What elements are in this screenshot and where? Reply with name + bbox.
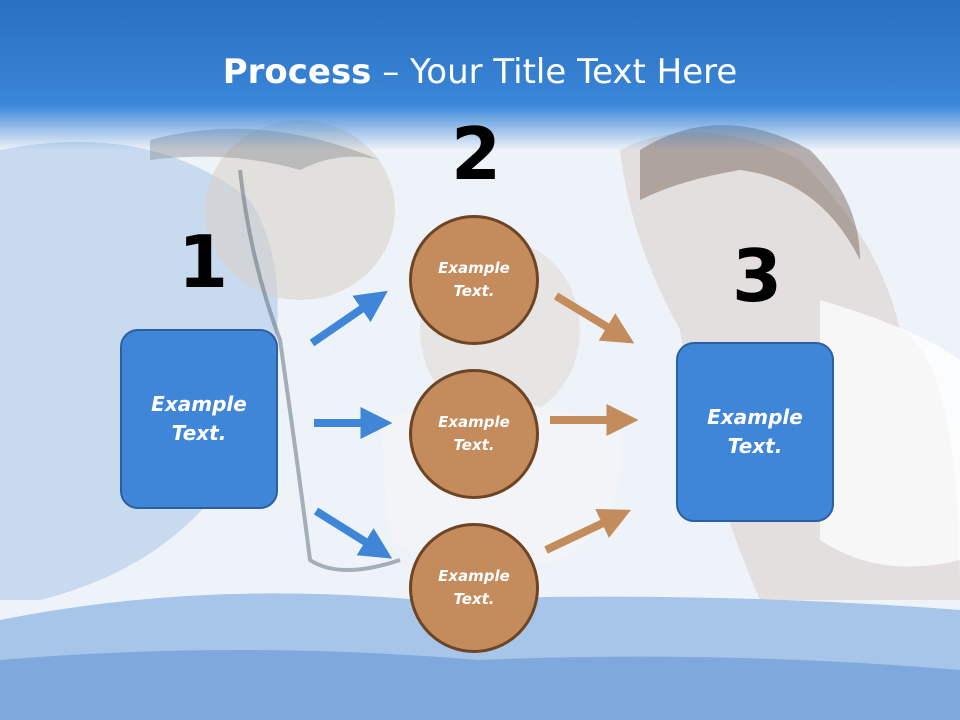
step-1-box-line1: Example: [151, 392, 247, 416]
arrow-orange-up: [544, 509, 632, 554]
circle-top-line2: Text.: [453, 282, 495, 300]
arrow-blue-up: [309, 290, 388, 347]
title-rest: – Your Title Text Here: [371, 52, 738, 92]
arrow-orange-down: [553, 292, 635, 344]
circle-top-line1: Example: [438, 258, 510, 277]
step-1-box: Example Text.: [120, 329, 278, 509]
step-number-1: 1: [178, 220, 229, 304]
circle-middle-line2: Text.: [453, 436, 495, 454]
circle-bottom-line1: Example: [438, 566, 510, 585]
slide-title: Process – Your Title Text Here: [0, 52, 960, 92]
step-3-box-line2: Text.: [727, 434, 783, 458]
step-2-circle-bottom: Example Text.: [409, 523, 539, 653]
circle-middle-line1: Example: [438, 412, 510, 431]
step-3-box-line1: Example: [707, 405, 803, 429]
title-banner: [0, 0, 960, 150]
step-1-box-line2: Text.: [171, 421, 227, 445]
step-number-3: 3: [732, 234, 783, 318]
step-2-circle-middle: Example Text.: [409, 369, 539, 499]
circle-bottom-line2: Text.: [453, 590, 495, 608]
step-number-2: 2: [451, 112, 502, 196]
step-2-circle-top: Example Text.: [409, 215, 539, 345]
step-3-box: Example Text.: [676, 342, 834, 522]
title-bold: Process: [222, 52, 372, 92]
arrow-blue-down: [313, 507, 393, 559]
